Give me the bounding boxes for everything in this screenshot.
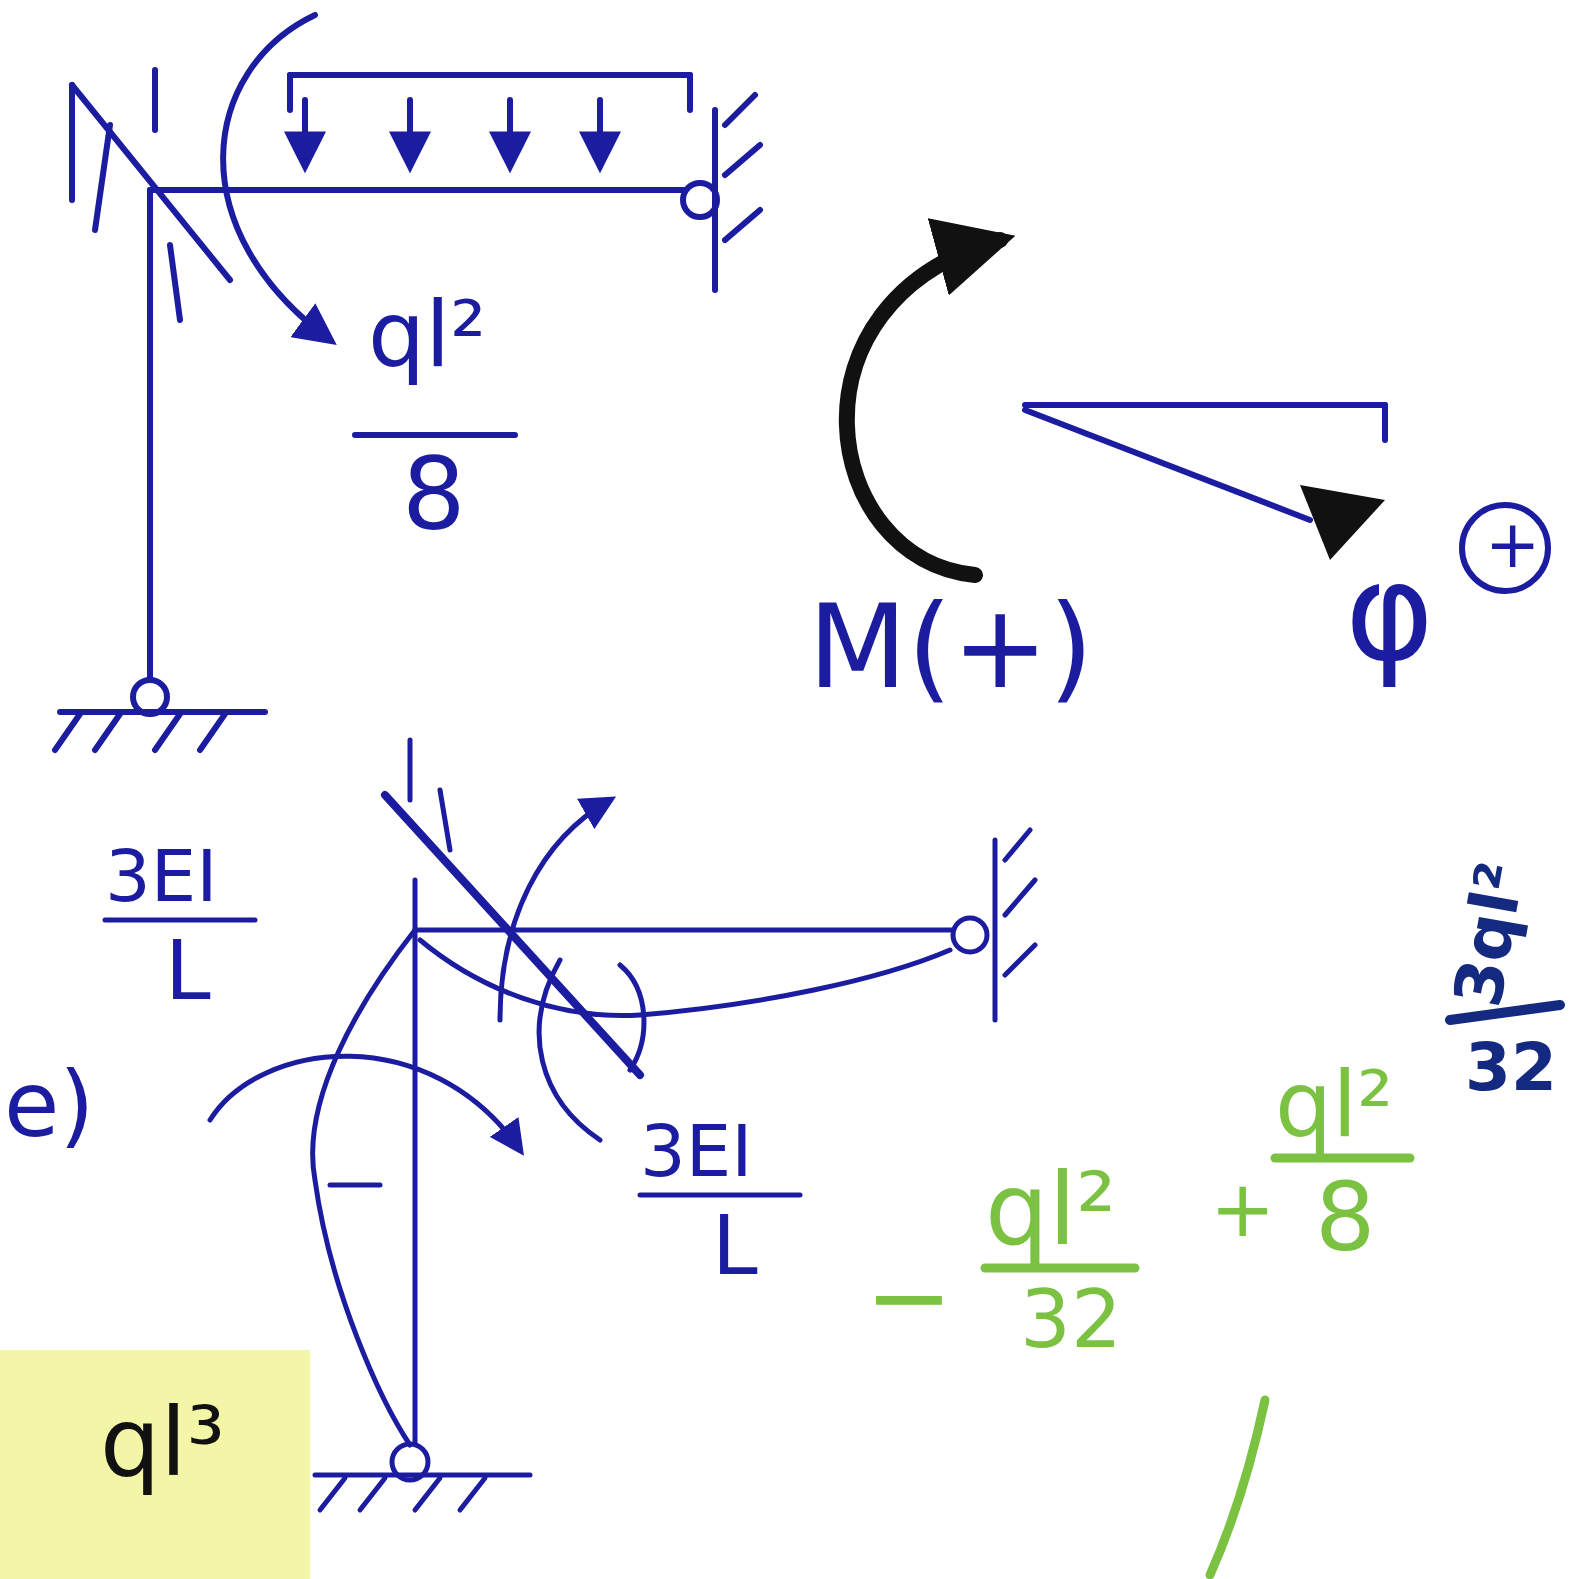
blue-term: 3ql² [1445, 857, 1535, 1011]
green-term: ql² [1275, 1060, 1393, 1150]
sign-label: φ [1345, 545, 1434, 680]
blue-term: 32 [1465, 1035, 1557, 1101]
green-term: + [1210, 1170, 1275, 1248]
stiffness: L [165, 930, 211, 1012]
top-frame [55, 15, 760, 750]
stiffness: L [712, 1205, 758, 1287]
green-work [985, 1158, 1410, 1575]
stiffness: 3EI [640, 1115, 753, 1187]
result-note: ql³ [100, 1395, 225, 1490]
bottom-frame [105, 740, 1035, 1510]
load-moment: ql² [368, 290, 486, 380]
green-term: 8 [1315, 1170, 1375, 1265]
stiffness: 3EI [105, 840, 218, 912]
sign-label: M(+) [808, 590, 1093, 705]
green-term: − [865, 1245, 953, 1350]
highlight [0, 1350, 310, 1579]
load-moment: 8 [402, 445, 466, 545]
rotation-sign [1025, 405, 1548, 591]
green-term: ql² [985, 1160, 1116, 1260]
sign-convention [847, 240, 1000, 575]
part-label: e) [4, 1060, 94, 1150]
sign-label: + [1485, 512, 1540, 578]
green-term: 32 [1020, 1280, 1122, 1360]
